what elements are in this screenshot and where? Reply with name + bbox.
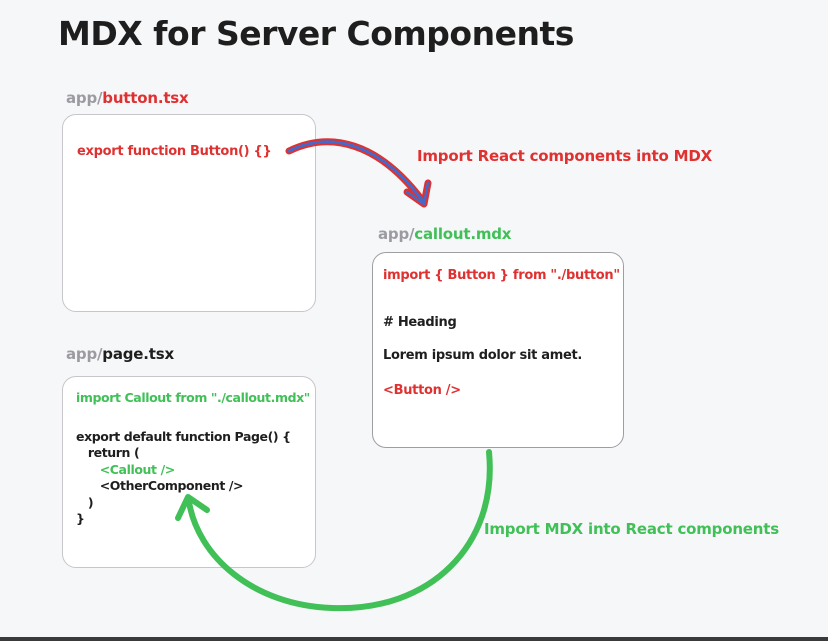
file-label-prefix: app/ <box>66 89 103 107</box>
code-line: <OtherComponent /> <box>76 478 244 493</box>
annotation-import-react-into-mdx: Import React components into MDX <box>417 147 712 165</box>
arrowhead-outline <box>403 179 432 208</box>
bottom-edge-bar <box>0 637 828 641</box>
file-label-prefix: app/ <box>66 345 103 363</box>
code-box-button-tsx: export function Button() {} <box>62 114 316 312</box>
file-label-button-tsx: app/button.tsx <box>66 89 189 107</box>
annotation-import-mdx-into-react: Import MDX into React components <box>484 520 779 538</box>
file-label-name: page.tsx <box>102 345 174 363</box>
code-line: } <box>76 511 85 526</box>
code-box-content: import { Button } from "./button" # Head… <box>373 253 623 399</box>
code-line: <Callout /> <box>76 461 176 477</box>
code-line: return ( <box>76 445 140 460</box>
code-box-content: import Callout from "./callout.mdx" expo… <box>63 377 315 528</box>
file-label-name: button.tsx <box>102 89 189 107</box>
file-label-prefix: app/ <box>378 225 415 243</box>
code-box-page-tsx: import Callout from "./callout.mdx" expo… <box>62 376 316 568</box>
code-line: import { Button } from "./button" <box>383 268 620 283</box>
code-box-callout-mdx: import { Button } from "./button" # Head… <box>372 252 624 448</box>
code-line: ) <box>76 494 94 510</box>
code-line: export function Button() {} <box>77 144 272 159</box>
arrowhead-core <box>405 181 430 206</box>
code-line: <Button /> <box>383 383 461 398</box>
code-line: Lorem ipsum dolor sit amet. <box>383 348 583 363</box>
code-line: export default function Page() { <box>76 428 291 444</box>
file-label-callout-mdx: app/callout.mdx <box>378 225 511 243</box>
page-title: MDX for Server Components <box>58 14 574 53</box>
file-label-page-tsx: app/page.tsx <box>66 345 174 363</box>
code-line: # Heading <box>383 315 457 330</box>
file-label-name: callout.mdx <box>414 225 512 243</box>
code-line: import Callout from "./callout.mdx" <box>76 390 310 405</box>
